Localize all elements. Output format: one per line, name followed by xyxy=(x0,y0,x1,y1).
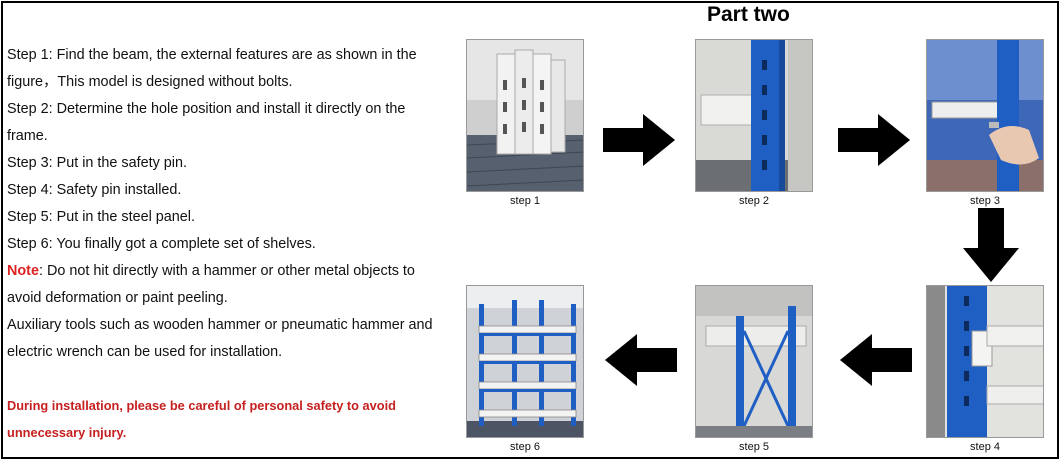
instruction-line: frame. xyxy=(7,128,48,144)
arrow-right-icon xyxy=(603,114,675,166)
step-2-caption: step 2 xyxy=(739,195,769,207)
step-3-caption: step 3 xyxy=(970,195,1000,207)
note-line: avoid deformation or paint peeling. xyxy=(7,290,228,306)
step-6-photo xyxy=(466,285,584,438)
step-6-caption: step 6 xyxy=(510,441,540,453)
instruction-line: Step 2: Determine the hole position and … xyxy=(7,101,406,117)
step-1-photo xyxy=(466,39,584,192)
step-5-photo xyxy=(695,285,813,438)
arrow-down-icon xyxy=(963,208,1019,282)
step-5-caption: step 5 xyxy=(739,441,769,453)
arrow-left-icon xyxy=(605,334,677,386)
note-text: : Do not hit directly with a hammer or o… xyxy=(38,263,415,279)
instruction-line: Step 6: You finally got a complete set o… xyxy=(7,236,316,252)
arrow-right-icon xyxy=(838,114,910,166)
instructions-block: Step 1: Find the beam, the external feat… xyxy=(7,42,467,366)
safety-warning: During installation, please be careful o… xyxy=(7,392,467,446)
step-1-caption: step 1 xyxy=(510,195,540,207)
note-line: Note: Do not hit directly with a hammer … xyxy=(7,258,467,285)
instruction-line: Step 1: Find the beam, the external feat… xyxy=(7,47,417,63)
arrow-left-icon xyxy=(840,334,912,386)
auxiliary-line: electric wrench can be used for installa… xyxy=(7,344,283,360)
instruction-line: Step 4: Safety pin installed. xyxy=(7,182,182,198)
warning-line: During installation, please be careful o… xyxy=(7,398,396,413)
instruction-line: figure，This model is designed without bo… xyxy=(7,74,293,90)
step-2-photo xyxy=(695,39,813,192)
step-3-photo xyxy=(926,39,1044,192)
instruction-line: Step 5: Put in the steel panel. xyxy=(7,209,196,225)
auxiliary-line: Auxiliary tools such as wooden hammer or… xyxy=(7,317,433,333)
warning-line: unnecessary injury. xyxy=(7,425,127,440)
note-label: Note xyxy=(7,263,39,279)
step-4-photo xyxy=(926,285,1044,438)
step-4-caption: step 4 xyxy=(970,441,1000,453)
page-title: Part two xyxy=(707,3,790,26)
instruction-line: Step 3: Put in the safety pin. xyxy=(7,155,187,171)
